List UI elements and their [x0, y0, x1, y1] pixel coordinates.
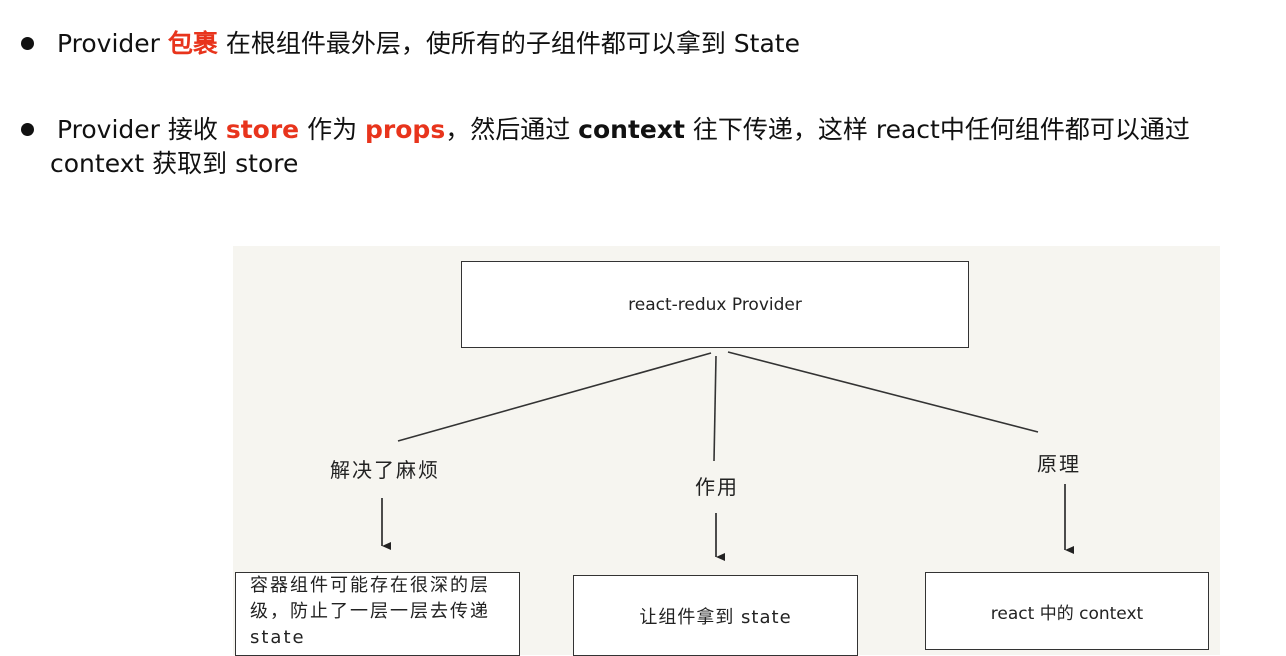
- bullet-2-part3: ，然后通过: [445, 115, 579, 144]
- bullet-dot-2: [21, 123, 34, 136]
- bullet-2-store: store: [225, 115, 300, 144]
- bullet-1-suffix: 在根组件最外层，使所有的子组件都可以拿到 State: [217, 29, 800, 58]
- diagram-connectors: [381, 351, 1074, 561]
- provider-diagram: react-redux Provider 解决了麻烦 作用 原理 容器组件可能存…: [233, 246, 1220, 656]
- branch-box-3: react 中的 context: [925, 572, 1209, 650]
- branch-box-1: 容器组件可能存在很深的层级，防止了一层一层去传递 state: [235, 572, 520, 656]
- bullet-2-part1: Provider 接收: [57, 115, 226, 144]
- connector-right: [727, 351, 1039, 433]
- branch-label-1: 解决了麻烦: [330, 458, 440, 482]
- bullet-2-props: props: [365, 115, 446, 144]
- connector-left: [397, 352, 712, 442]
- branch-label-2: 作用: [695, 475, 739, 499]
- branch-box-2: 让组件拿到 state: [573, 575, 858, 656]
- bullet-2-part2: 作为: [299, 115, 366, 144]
- bullet-text-2: Provider 接收 store 作为 props，然后通过 context …: [50, 113, 1286, 181]
- connector-mid: [713, 355, 717, 462]
- bullet-text-1: Provider 包裹 在根组件最外层，使所有的子组件都可以拿到 State: [57, 27, 800, 61]
- root-box: react-redux Provider: [461, 261, 969, 348]
- bullet-1-prefix: Provider: [57, 29, 168, 58]
- bullet-dot-1: [21, 37, 34, 50]
- bullet-2-line2: context 获取到 store: [50, 149, 299, 178]
- branch-label-3: 原理: [1037, 452, 1081, 476]
- bullet-2-context: context: [578, 115, 685, 144]
- bullet-1-highlight: 包裹: [167, 29, 218, 58]
- bullet-2-part4: 往下传递，这样 react中任何组件都可以通过: [684, 115, 1190, 144]
